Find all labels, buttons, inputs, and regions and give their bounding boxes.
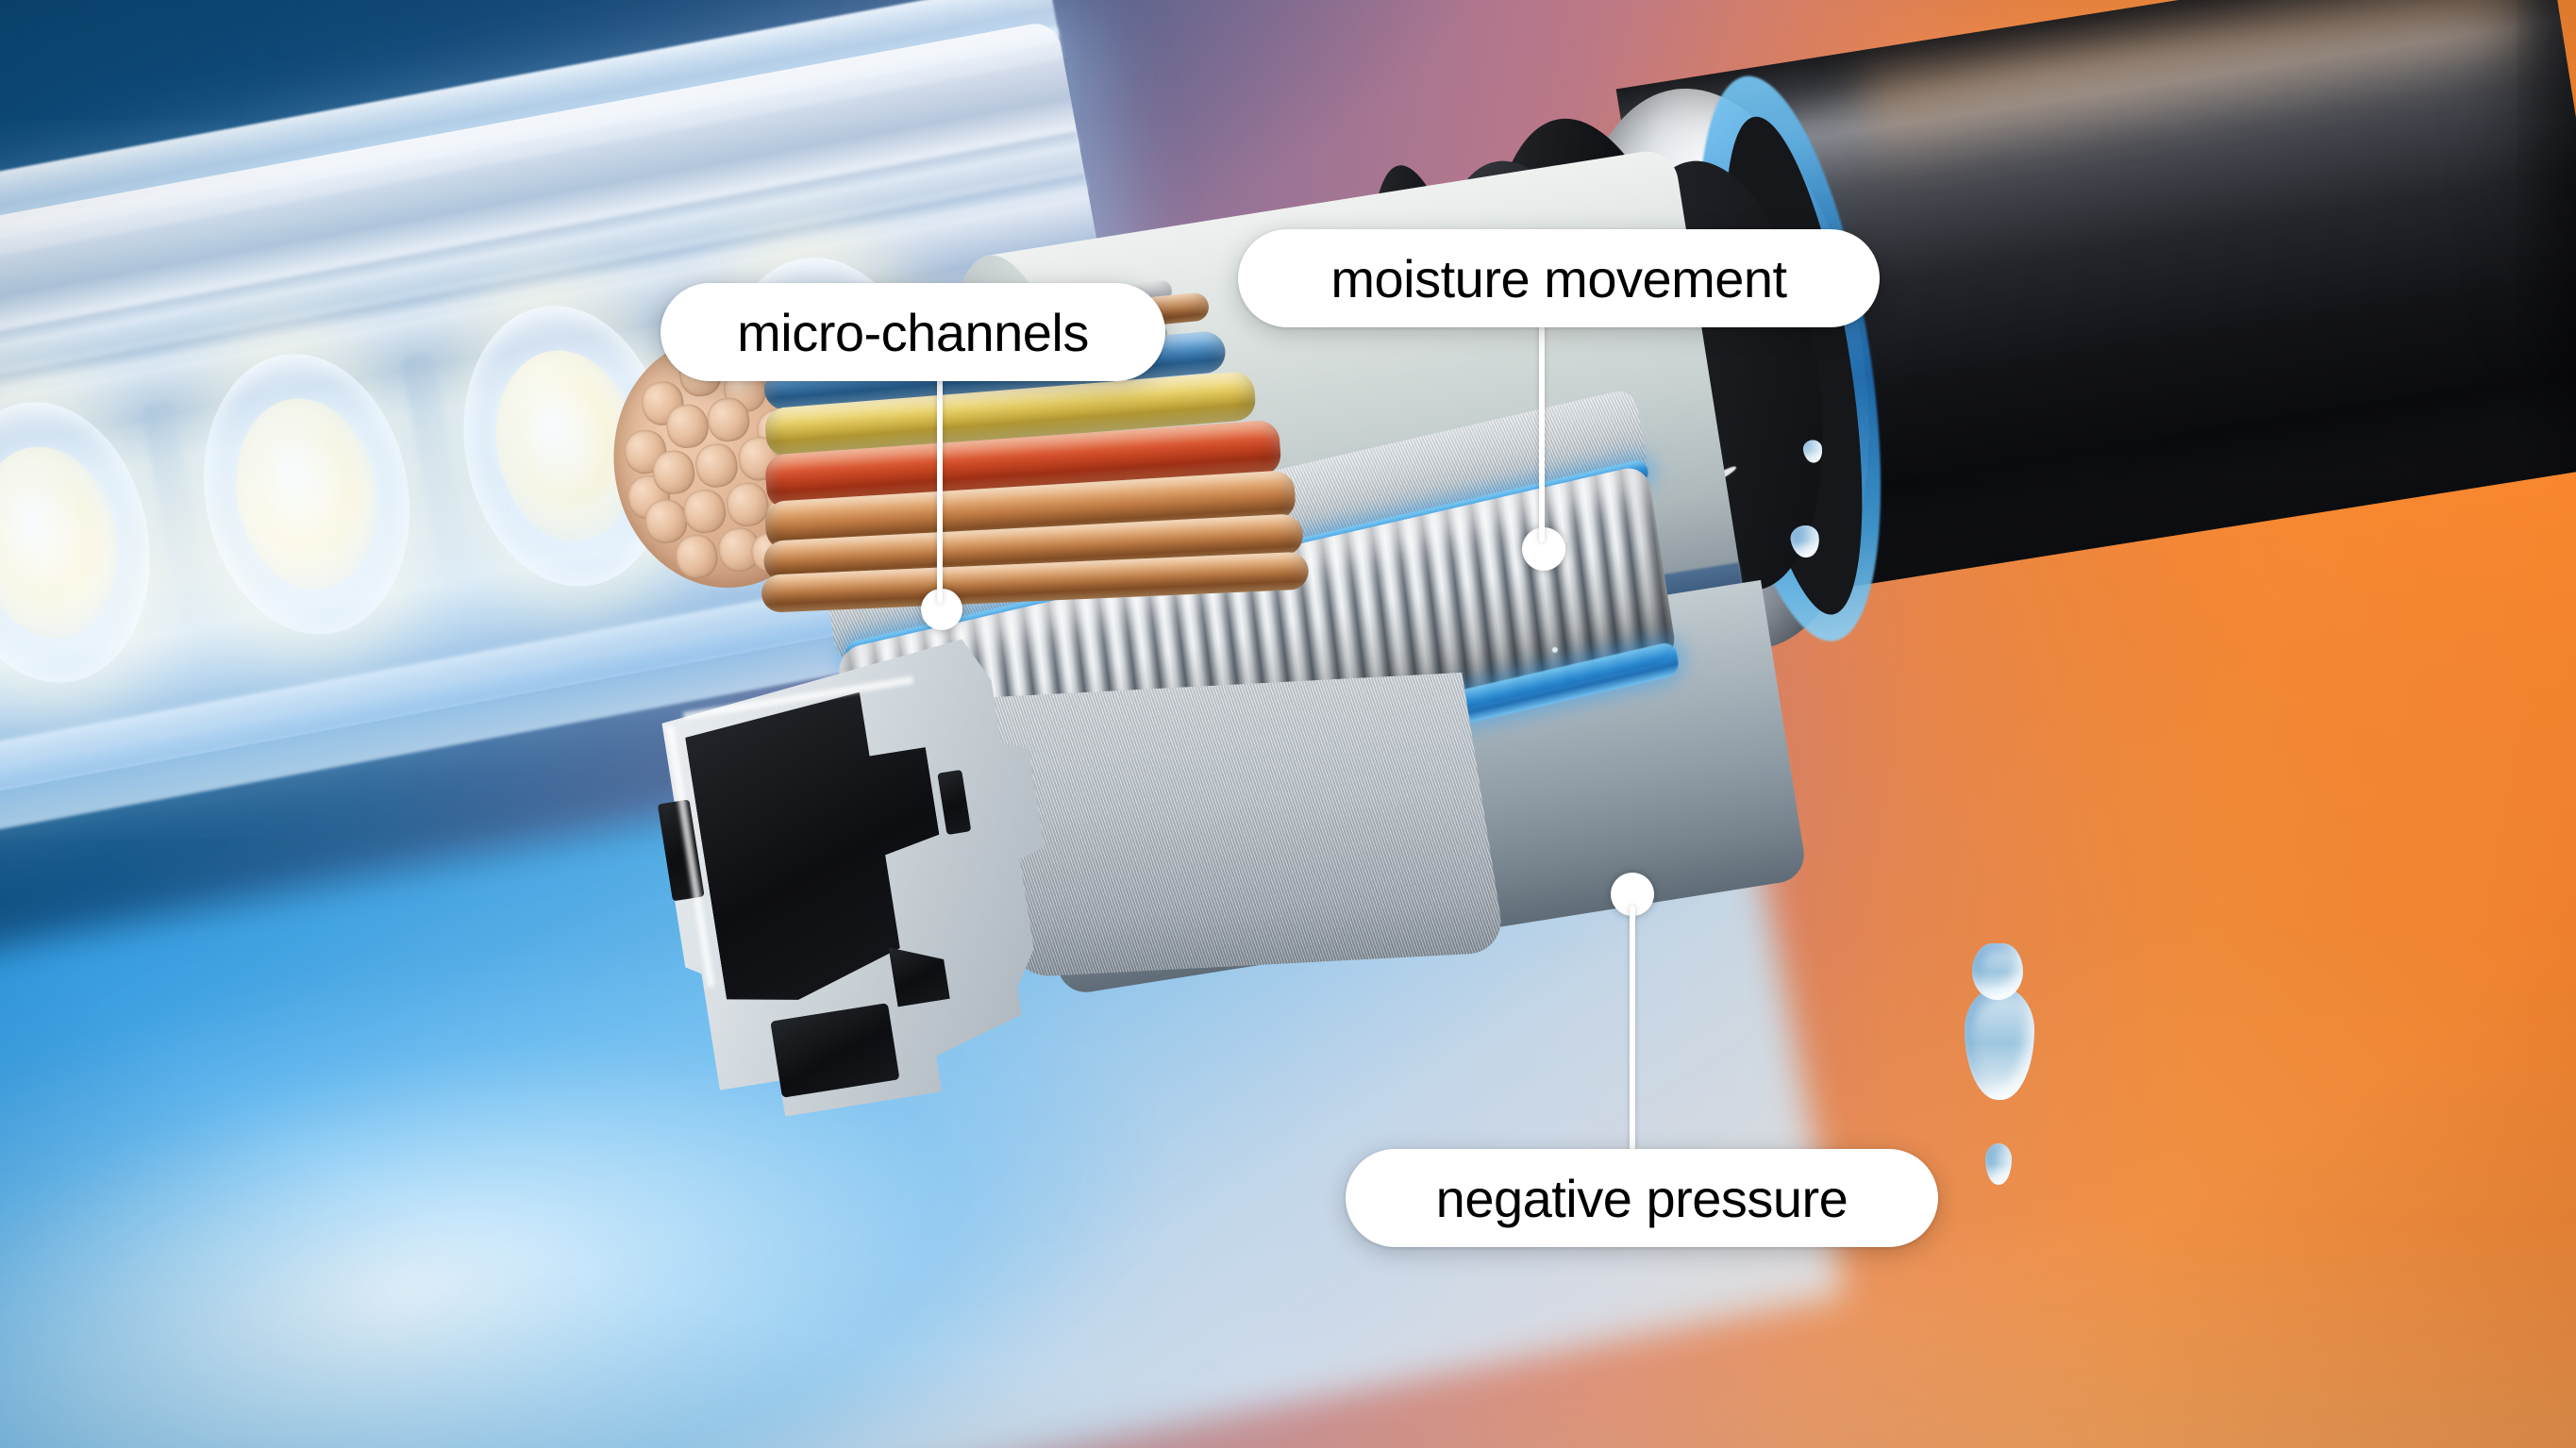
callout-label-moisture-movement[interactable]: moisture movement <box>1238 229 1880 327</box>
led-lens-separator <box>400 352 476 591</box>
callout-leader-negative-pressure <box>1630 906 1635 1153</box>
callout-label-micro-channels[interactable]: micro-channels <box>661 283 1165 381</box>
aluminium-extrusion-profile <box>640 622 1083 1128</box>
led-lens-separator <box>141 400 216 639</box>
callout-label-text: micro-channels <box>737 302 1089 362</box>
callout-label-text: moisture movement <box>1330 248 1787 308</box>
led-lens <box>181 336 433 652</box>
falling-water-droplet <box>1985 1143 2012 1185</box>
hanging-water-droplet <box>1965 987 2034 1100</box>
callout-leader-micro-channels <box>937 377 943 604</box>
callout-leader-moisture-movement <box>1539 324 1545 542</box>
callout-label-text: negative pressure <box>1435 1168 1848 1228</box>
water-droplet-neck <box>1972 943 2023 1000</box>
callout-label-negative-pressure[interactable]: negative pressure <box>1346 1149 1938 1247</box>
